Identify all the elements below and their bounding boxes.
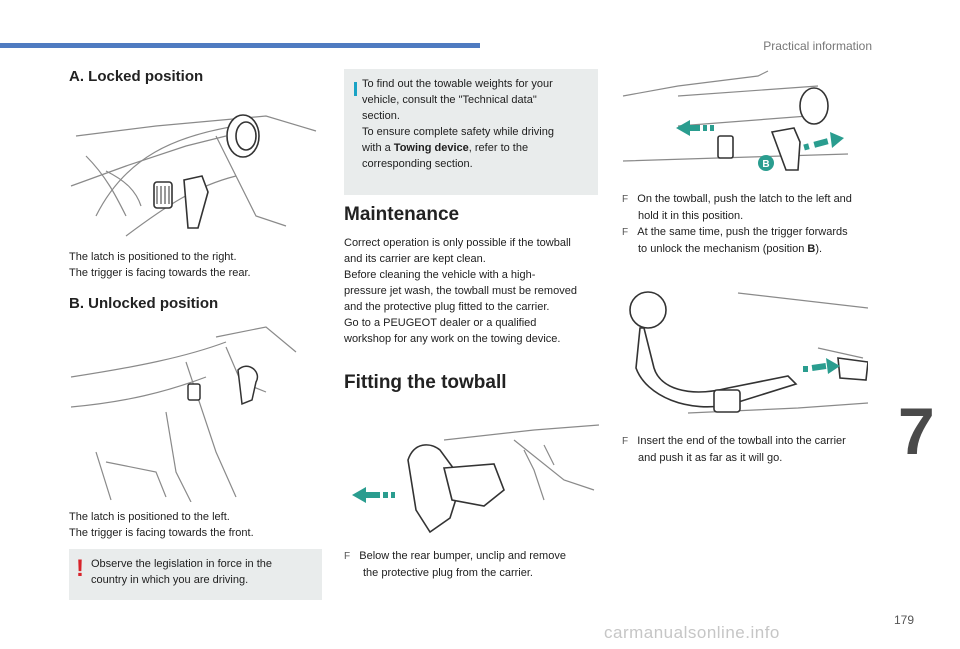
- bullet-arrow-icon: F: [622, 436, 629, 447]
- towing-device-link-text: Towing device: [393, 142, 469, 154]
- position-b-ref: B: [807, 243, 816, 255]
- text-line: corresponding section.: [362, 158, 473, 170]
- text-line: country in which you are driving.: [91, 574, 249, 586]
- warning-box: ! Observe the legislation in force in th…: [69, 549, 322, 600]
- text-line: section.: [362, 110, 400, 122]
- watermark: carmanualsonline.info: [604, 623, 780, 642]
- bullet-arrow-icon: F: [622, 194, 629, 205]
- text-fragment: On the towball, push the latch to the le…: [637, 193, 852, 205]
- text-line: F At the same time, push the trigger for…: [622, 224, 852, 241]
- text-line: F Below the rear bumper, unclip and remo…: [344, 548, 566, 565]
- maintenance-heading: Maintenance: [344, 204, 460, 225]
- text-fragment: to unlock the mechanism (position: [638, 243, 808, 255]
- warning-text: Observe the legislation in force in the …: [91, 556, 272, 588]
- page-number: 179: [894, 613, 915, 627]
- teal-arrow-right-insert: [803, 358, 840, 374]
- text-fragment: Below the rear bumper, unclip and remove: [359, 550, 566, 562]
- locked-position-heading: A. Locked position: [69, 68, 204, 85]
- text-line: The trigger is facing towards the rear.: [69, 267, 251, 279]
- text-line: vehicle, consult the "Technical data": [362, 94, 537, 106]
- text-line: hold it in this position.: [638, 210, 744, 222]
- text-line: Before cleaning the vehicle with a high-: [344, 269, 536, 281]
- text-fragment: At the same time, push the trigger forwa…: [637, 226, 848, 238]
- text-fragment: , refer to the: [468, 142, 529, 154]
- chapter-number: 7: [898, 394, 935, 468]
- maintenance-text: Correct operation is only possible if th…: [344, 235, 577, 347]
- unlocked-position-illustration: [70, 326, 297, 502]
- fitting-towball-heading: Fitting the towball: [344, 372, 507, 393]
- text-line: The trigger is facing towards the front.: [69, 527, 254, 539]
- teal-arrow-left-small: [676, 120, 714, 136]
- unlock-towball-illustration: B: [622, 70, 849, 171]
- text-line: pressure jet wash, the towball must be r…: [344, 285, 577, 297]
- text-line: The latch is positioned to the left.: [69, 511, 230, 523]
- bullet-arrow-icon: F: [622, 227, 629, 238]
- insert-towball-illustration: [629, 291, 868, 414]
- text-fragment: ).: [815, 243, 823, 255]
- text-line: to unlock the mechanism (position B).: [622, 241, 852, 257]
- text-line: The latch is positioned to the right.: [69, 251, 237, 263]
- text-line: and its carrier are kept clean.: [344, 253, 486, 265]
- locked-position-text: The latch is positioned to the right. Th…: [69, 249, 251, 281]
- header-accent-bar: [0, 43, 480, 48]
- remove-plug-illustration: [352, 424, 600, 534]
- text-line: To find out the towable weights for your: [362, 78, 553, 90]
- unlocked-position-heading: B. Unlocked position: [69, 295, 219, 312]
- section-title: Practical information: [763, 39, 872, 53]
- position-b-badge: B: [758, 155, 774, 171]
- text-fragment: Insert the end of the towball into the c…: [637, 435, 846, 447]
- text-line: F On the towball, push the latch to the …: [622, 191, 852, 208]
- step-remove-plug: F Below the rear bumper, unclip and remo…: [344, 548, 566, 581]
- text-line: the protective plug from the carrier.: [363, 567, 533, 579]
- teal-arrow-right: [803, 132, 844, 151]
- text-line: with a Towing device, refer to the: [362, 140, 554, 156]
- text-line: and the protective plug fitted to the ca…: [344, 301, 550, 313]
- text-fragment: with a: [362, 142, 394, 154]
- text-line: Go to a PEUGEOT dealer or a qualified: [344, 317, 537, 329]
- locked-position-illustration: [70, 114, 317, 237]
- text-line: and push it as far as it will go.: [638, 452, 783, 464]
- bullet-arrow-icon: F: [344, 551, 351, 562]
- text-line: workshop for any work on the towing devi…: [344, 333, 561, 345]
- position-b-label: B: [762, 159, 769, 170]
- text-line: Observe the legislation in force in the: [91, 558, 272, 570]
- info-box: To find out the towable weights for your…: [344, 69, 598, 195]
- step-insert-towball: F Insert the end of the towball into the…: [622, 433, 846, 466]
- text-line: Correct operation is only possible if th…: [344, 237, 571, 249]
- text-line: To ensure complete safety while driving: [362, 126, 554, 138]
- teal-arrow-left: [352, 487, 395, 503]
- info-text: To find out the towable weights for your…: [362, 76, 554, 172]
- step-unlock-instructions: F On the towball, push the latch to the …: [622, 191, 852, 257]
- info-icon: [354, 82, 357, 96]
- warning-icon: !: [76, 555, 84, 582]
- unlocked-position-text: The latch is positioned to the left. The…: [69, 509, 254, 541]
- text-line: F Insert the end of the towball into the…: [622, 433, 846, 450]
